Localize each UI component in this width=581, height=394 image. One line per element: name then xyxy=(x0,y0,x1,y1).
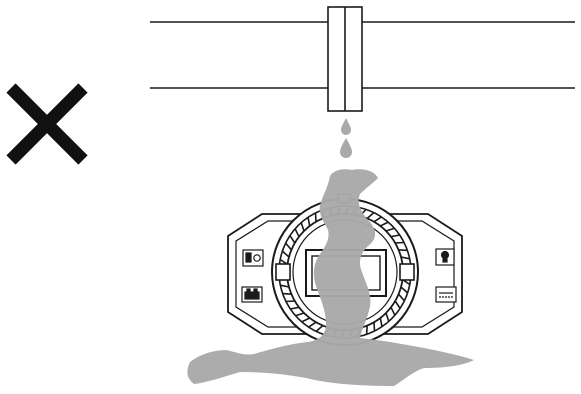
bulb-icon xyxy=(435,248,455,266)
dial-tooth xyxy=(398,249,408,252)
dial-tooth xyxy=(282,292,292,295)
display-icon xyxy=(435,286,457,303)
dial-tooth xyxy=(308,321,317,328)
pipe-coupling xyxy=(327,6,363,112)
battery-icon xyxy=(241,286,263,303)
dial-tooth xyxy=(301,317,311,323)
dial-tooth xyxy=(395,241,405,244)
dial-tooth xyxy=(289,235,296,244)
dial-tooth xyxy=(365,325,368,335)
dial-tooth xyxy=(379,221,389,227)
dial-tooth xyxy=(314,212,317,222)
water-drop xyxy=(341,118,351,135)
dial-tooth xyxy=(400,256,410,260)
dial-tooth xyxy=(290,306,300,310)
dial-tooth xyxy=(397,293,406,302)
dial-tooth xyxy=(285,300,295,303)
cross-mark-icon xyxy=(6,83,88,165)
dial-tooth xyxy=(385,312,390,322)
dial-tooth xyxy=(390,234,400,238)
water-drop xyxy=(340,138,352,158)
dial-tooth xyxy=(280,284,290,288)
dial-tooth xyxy=(373,216,382,223)
dial-tooth xyxy=(307,217,311,227)
dial-tooth xyxy=(294,228,300,238)
pipe xyxy=(150,21,575,89)
battery-sun-icon xyxy=(242,249,264,267)
dial-tooth xyxy=(284,242,293,251)
dial-tooth xyxy=(373,322,376,332)
dial-tooth xyxy=(379,317,383,327)
dial-tooth xyxy=(385,227,395,232)
dial-tooth xyxy=(366,211,375,220)
dial-tooth xyxy=(390,306,396,316)
dial-tabs xyxy=(275,263,415,281)
dial-tooth xyxy=(400,286,409,294)
water-stream xyxy=(187,169,474,386)
water-drops xyxy=(340,118,352,158)
dial-tooth xyxy=(295,312,305,317)
dial-tooth xyxy=(394,300,401,309)
dial-tooth xyxy=(281,250,290,258)
dial-tooth xyxy=(300,222,305,232)
dial-tooth xyxy=(315,324,324,333)
